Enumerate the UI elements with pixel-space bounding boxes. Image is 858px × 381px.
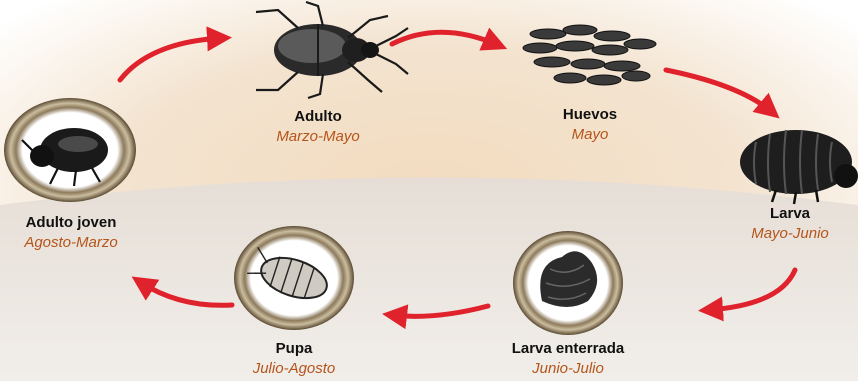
stage-period: Marzo-Mayo: [228, 127, 408, 147]
young-beetle-icon: [4, 98, 136, 202]
stage-label-huevos: Huevos Mayo: [500, 105, 680, 145]
stage-period: Julio-Agosto: [204, 359, 384, 379]
stage-label-adulto-joven: Adulto joven Agosto-Marzo: [0, 213, 142, 253]
pupa-icon: [234, 226, 354, 330]
stage-name: Larva enterrada: [478, 339, 658, 359]
stage-period: Mayo-Junio: [700, 224, 858, 244]
stage-period: Agosto-Marzo: [0, 233, 142, 253]
stage-label-larva: Larva Mayo-Junio: [700, 204, 858, 244]
stage-name: Adulto: [228, 107, 408, 127]
stage-name: Adulto joven: [0, 213, 142, 233]
stage-name: Pupa: [204, 339, 384, 359]
stage-label-adulto: Adulto Marzo-Mayo: [228, 107, 408, 147]
stage-period: Junio-Julio: [478, 359, 658, 379]
stage-period: Mayo: [500, 125, 680, 145]
buried-larva-icon: [513, 231, 623, 335]
stage-name: Huevos: [500, 105, 680, 125]
stage-label-larva-enterrada: Larva enterrada Junio-Julio: [478, 339, 658, 379]
stage-label-pupa: Pupa Julio-Agosto: [204, 339, 384, 379]
stage-name: Larva: [700, 204, 858, 224]
